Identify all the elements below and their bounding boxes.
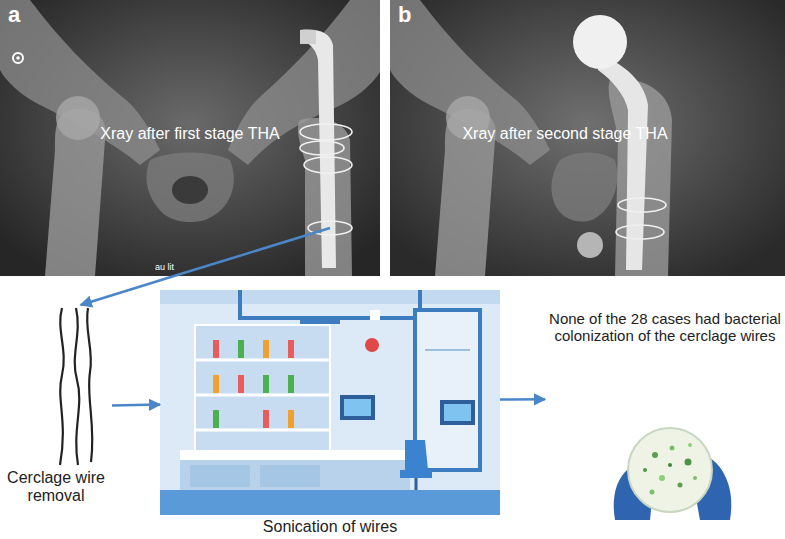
lab-illustration-part xyxy=(238,375,244,393)
lab-illustration-part xyxy=(238,340,244,358)
xray-first-stage-part xyxy=(56,96,100,140)
lab-illustration-part xyxy=(288,340,294,358)
lab-illustration-part xyxy=(240,290,420,318)
lab-illustration-part xyxy=(180,450,410,460)
lab-illustration-part xyxy=(260,465,320,487)
xray-watermark: au lit xyxy=(155,262,174,272)
panel-letter: b xyxy=(398,2,411,28)
lab-illustration-part xyxy=(160,290,500,515)
flow-arrow xyxy=(500,398,545,401)
petri-dish-part xyxy=(652,452,658,458)
xray-second-stage-part xyxy=(551,153,617,222)
lab-illustration-part xyxy=(300,316,340,324)
petri-dish-part xyxy=(688,443,692,447)
xray-second-stage-part xyxy=(573,15,627,69)
petri-dish-part xyxy=(693,476,697,480)
lab-illustration-part xyxy=(160,490,500,515)
lab-illustration-part xyxy=(213,375,219,393)
flow-arrow xyxy=(112,405,160,406)
cerclage-wires xyxy=(60,308,92,465)
flow-arrow xyxy=(81,276,174,305)
cerclage-wires-part xyxy=(75,308,80,465)
xray-first-stage-part xyxy=(16,56,20,60)
lab-illustration-part xyxy=(288,375,294,393)
xray-first-stage-part xyxy=(0,0,380,276)
result-text: None of the 28 cases had bacterial colon… xyxy=(545,310,785,344)
lab-illustration-part xyxy=(190,465,250,487)
xray-second-stage-part xyxy=(390,0,785,276)
lab-illustration-part xyxy=(370,310,380,320)
lab-illustration-part xyxy=(340,395,375,420)
xray-second-stage-part xyxy=(618,198,666,212)
xray-first-stage-part xyxy=(300,30,316,44)
lab-illustration-part xyxy=(180,460,410,490)
petri-dish-part xyxy=(670,446,675,451)
panel-caption: Xray after second stage THA xyxy=(390,125,740,143)
xray-second-stage-part xyxy=(616,225,664,239)
petri-dish-part xyxy=(685,459,692,466)
xray-second-stage-part xyxy=(577,232,603,258)
petri-dish-part xyxy=(659,475,665,481)
panel-caption: Xray after first stage THA xyxy=(0,125,380,143)
lab-illustration-part xyxy=(444,404,471,421)
leader-line xyxy=(174,228,330,276)
lab-illustration-part xyxy=(195,394,330,397)
lab-illustration-part xyxy=(288,410,294,428)
step-box: Cerclage wire removal xyxy=(0,305,112,539)
lab-illustration-part xyxy=(263,340,269,358)
petri-dish xyxy=(614,428,732,520)
xray-first-stage-part xyxy=(300,141,344,155)
petri-dish-part xyxy=(650,490,655,495)
lab-illustration-part xyxy=(213,340,219,358)
step-box: Sonication of wires xyxy=(160,290,500,539)
lab-illustration-part xyxy=(400,470,432,478)
lab-illustration-part xyxy=(195,429,330,432)
xray-second-stage xyxy=(390,0,785,276)
lab-illustration-part xyxy=(440,400,475,425)
step-caption: Sonication of wires xyxy=(160,518,500,536)
petri-dish-part xyxy=(628,428,712,512)
lab-illustration-part xyxy=(344,399,371,416)
petri-dish-part xyxy=(668,463,672,467)
xray-panel: aXray after first stage THA xyxy=(0,0,380,276)
step-caption: Cerclage wire removal xyxy=(0,469,112,505)
cerclage-wires-part xyxy=(87,308,92,462)
xray-first-stage-part xyxy=(304,157,352,173)
lab-illustration-part xyxy=(195,359,330,362)
petri-dish-part xyxy=(678,483,683,488)
xray-first-stage-part xyxy=(300,124,352,140)
lab-illustration-part xyxy=(365,338,379,352)
lab-illustration-part xyxy=(405,440,428,470)
xray-first-stage xyxy=(0,0,380,276)
panel-letter: a xyxy=(8,2,20,28)
lab-illustration-part xyxy=(263,410,269,428)
xray-first-stage-part xyxy=(13,53,23,63)
lab-illustration-part xyxy=(425,349,470,351)
petri-dish-part xyxy=(643,468,647,472)
lab-illustration-part xyxy=(213,410,219,428)
xray-first-stage-part xyxy=(172,176,208,204)
result-box: None of the 28 cases had bacterial colon… xyxy=(545,310,785,539)
lab-illustration xyxy=(160,290,500,515)
lab-illustration-part xyxy=(195,325,330,455)
lab-illustration-part xyxy=(160,290,500,304)
xray-first-stage-part xyxy=(146,153,233,223)
cerclage-wires-part xyxy=(60,308,64,465)
xray-panel: bXray after second stage THA xyxy=(390,0,785,276)
lab-illustration-part xyxy=(263,375,269,393)
